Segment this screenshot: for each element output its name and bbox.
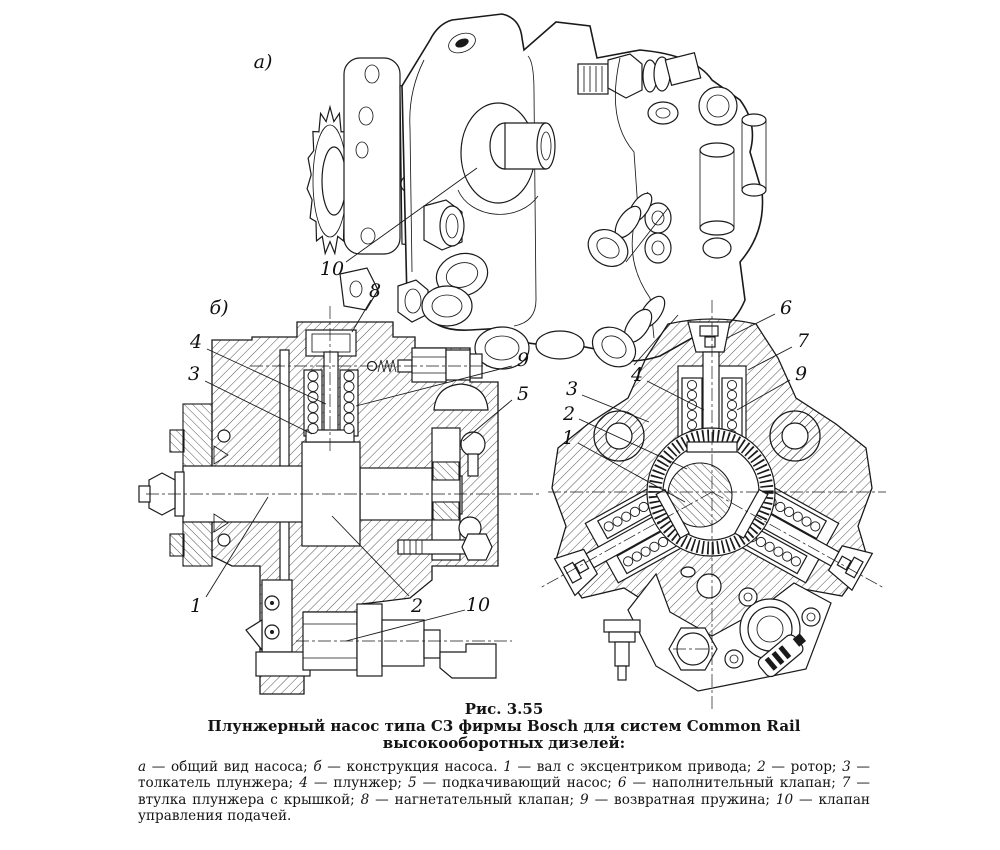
svg-text:9: 9 <box>795 363 807 385</box>
side-bracket-bosses <box>614 57 672 339</box>
callout-2: 2 <box>331 515 423 617</box>
svg-text:4: 4 <box>630 364 643 386</box>
callout-4: 4 <box>630 364 705 411</box>
callout-1: 1 <box>190 496 269 617</box>
figure-title-line1: Плунжерный насос типа С3 фирмы Bosch для… <box>207 717 801 735</box>
svg-text:5: 5 <box>517 383 529 405</box>
callout-10: 10 <box>345 594 490 642</box>
svg-text:9: 9 <box>517 349 529 371</box>
callout-3: 3 <box>566 378 650 423</box>
feed-pump <box>397 383 493 561</box>
callout-9: 9 <box>355 349 529 407</box>
figure-title-line2: высокооборотных дизелей: <box>382 734 626 752</box>
svg-text:а): а) <box>254 51 273 73</box>
svg-text:8: 8 <box>369 280 381 302</box>
svg-text:7: 7 <box>797 330 810 352</box>
callout-1: 1 <box>562 427 686 503</box>
callout-8: 8 <box>351 280 381 333</box>
callout-2: 2 <box>562 403 688 470</box>
figure-legend: а — общий вид насоса; б — конструкция на… <box>138 759 871 824</box>
callout-9: 9 <box>736 363 807 411</box>
svg-text:3: 3 <box>188 363 200 385</box>
figure-caption: Рис. 3.55 Плунжерный насос типа С3 фирмы… <box>138 701 870 824</box>
bottom-fittings <box>339 199 585 370</box>
view-b-section <box>138 306 540 695</box>
svg-text:2: 2 <box>562 403 575 425</box>
drain-stud <box>603 619 641 681</box>
svg-text:10: 10 <box>466 594 490 616</box>
callout-а: а) <box>254 51 273 73</box>
svg-text:1: 1 <box>562 427 574 449</box>
svg-text:6: 6 <box>780 297 792 319</box>
view-end-section <box>539 300 886 712</box>
callout-4: 4 <box>189 331 327 405</box>
svg-text:10: 10 <box>320 258 344 280</box>
svg-text:1: 1 <box>190 595 202 617</box>
callout-10: 10 <box>320 167 478 280</box>
tappet-link <box>245 579 311 677</box>
drive-hub-boss <box>457 102 556 215</box>
figure-number: Рис. 3.55 <box>464 700 544 718</box>
centerlines-b <box>146 306 540 642</box>
callout-7: 7 <box>747 330 810 371</box>
callout-5: 5 <box>462 383 529 442</box>
outlet-union-stubs <box>587 191 679 368</box>
svg-text:2: 2 <box>410 595 423 617</box>
callout-6: 6 <box>726 297 792 339</box>
view-a-general-view <box>306 13 767 370</box>
inlet-fittings-top <box>577 52 738 126</box>
callout-б: б) <box>209 297 228 319</box>
callout-3: 3 <box>188 363 313 435</box>
plunger-assembly <box>303 329 359 443</box>
mounting-ears <box>593 410 821 462</box>
svg-text:б): б) <box>209 297 228 319</box>
centerlines-end <box>539 300 886 712</box>
svg-text:4: 4 <box>189 331 202 353</box>
electrical-connector <box>724 587 821 678</box>
right-edge-pipes <box>699 113 767 259</box>
pump-housing-body <box>401 13 764 362</box>
drive-gear <box>306 104 354 256</box>
svg-text:3: 3 <box>566 378 578 400</box>
